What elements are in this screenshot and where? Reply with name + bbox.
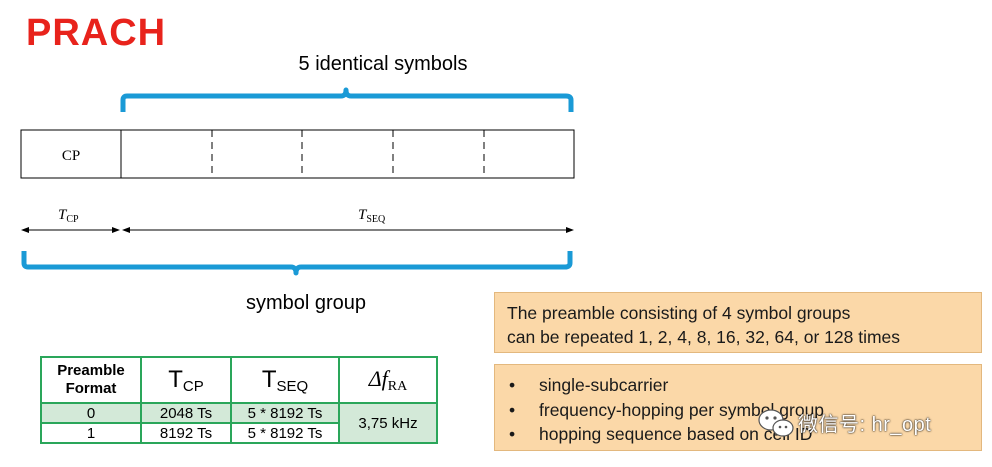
cell-format: 1 [40, 422, 142, 444]
repetition-note-line2: can be repeated 1, 2, 4, 8, 16, 32, 64, … [507, 327, 901, 347]
table-row: 0 2048 Ts 5 * 8192 Ts 3,75 kHz [40, 402, 438, 444]
list-item: single-subcarrier [507, 373, 981, 398]
header-tcp: TCP [140, 356, 232, 404]
header-tcp-sub: CP [182, 377, 204, 395]
symbol-group-diagram: 5 identical symbols CP TCP TSEQ symbol g… [20, 53, 575, 314]
tcp-label: TCP [58, 207, 79, 225]
cp-label: CP [62, 148, 80, 164]
list-item: frequency-hopping per symbol group [507, 398, 981, 423]
bottom-bracket [21, 251, 573, 276]
symbol-group-box [20, 129, 575, 179]
repetition-note: The preamble consisting of 4 symbol grou… [494, 292, 982, 353]
header-format-line1: Preamble [57, 362, 125, 379]
preamble-format-table: Preamble Format TCP TSEQ ΔfRA 0 2048 Ts … [40, 356, 438, 444]
slide-title: PRACH [26, 12, 167, 54]
properties-note: single-subcarrier frequency-hopping per … [494, 364, 982, 451]
tseq-arrow [122, 227, 574, 233]
header-tseq: TSEQ [230, 356, 340, 404]
cell-tseq: 5 * 8192 Ts [230, 422, 340, 444]
watermark-text: 微信号: hr_opt [798, 414, 932, 436]
repetition-note-line1: The preamble consisting of 4 symbol grou… [507, 303, 851, 323]
tcp-label-main: T [58, 207, 68, 223]
header-tcp-main: T [168, 365, 183, 393]
cell-delta-f: 3,75 kHz [338, 402, 438, 444]
cell-tcp: 2048 Ts [140, 402, 232, 424]
tcp-label-sub: CP [66, 214, 79, 225]
top-bracket-label: 5 identical symbols [299, 53, 468, 75]
tseq-label: TSEQ [358, 207, 386, 225]
list-item: hopping sequence based on cell ID [507, 422, 981, 447]
cell-tcp: 8192 Ts [140, 422, 232, 444]
wechat-icon [758, 409, 794, 437]
header-format-line2: Format [65, 380, 117, 397]
header-delta-f: ΔfRA [338, 356, 438, 404]
bottom-bracket-label: symbol group [246, 292, 366, 314]
header-tseq-main: T [261, 365, 277, 393]
tseq-label-sub: SEQ [366, 214, 386, 225]
properties-list: single-subcarrier frequency-hopping per … [507, 373, 981, 447]
tseq-label-main: T [358, 207, 368, 223]
tcp-arrow [21, 227, 120, 233]
cell-format: 0 [40, 402, 142, 424]
table-header-row: Preamble Format TCP TSEQ ΔfRA [40, 356, 438, 404]
table-row: 1 8192 Ts 5 * 8192 Ts [40, 422, 437, 444]
watermark [758, 409, 794, 437]
header-tseq-sub: SEQ [276, 377, 309, 395]
header-preamble-format: Preamble Format [40, 356, 142, 404]
cell-tseq: 5 * 8192 Ts [230, 402, 340, 424]
header-delta-main: Δf [368, 365, 388, 391]
header-delta-sub: RA [387, 378, 408, 394]
top-bracket [120, 87, 574, 112]
